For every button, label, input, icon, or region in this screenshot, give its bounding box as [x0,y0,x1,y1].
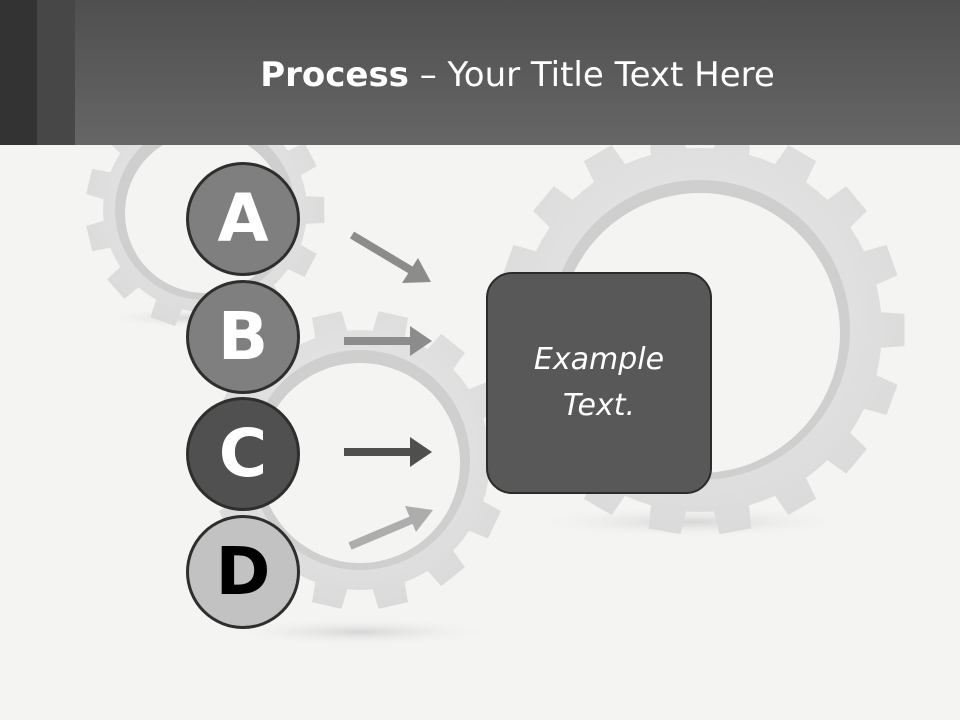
step-a-circle: A [186,162,300,276]
step-c-circle: C [186,397,300,511]
title-bold: Process [260,55,409,95]
title-bar: Process – Your Title Text Here [0,0,960,145]
step-b-label: B [217,298,269,375]
header-stripe [0,0,37,145]
page-title: Process – Your Title Text Here [75,50,960,100]
example-text-box: Example Text. [486,272,712,494]
title-rest: – Your Title Text Here [408,55,775,95]
step-d-label: D [215,533,271,610]
step-c-label: C [218,415,268,492]
header-stripe [37,0,75,145]
example-text: Example Text. [533,342,665,423]
step-d-circle: D [186,515,300,629]
step-a-label: A [217,180,269,257]
step-b-circle: B [186,280,300,394]
